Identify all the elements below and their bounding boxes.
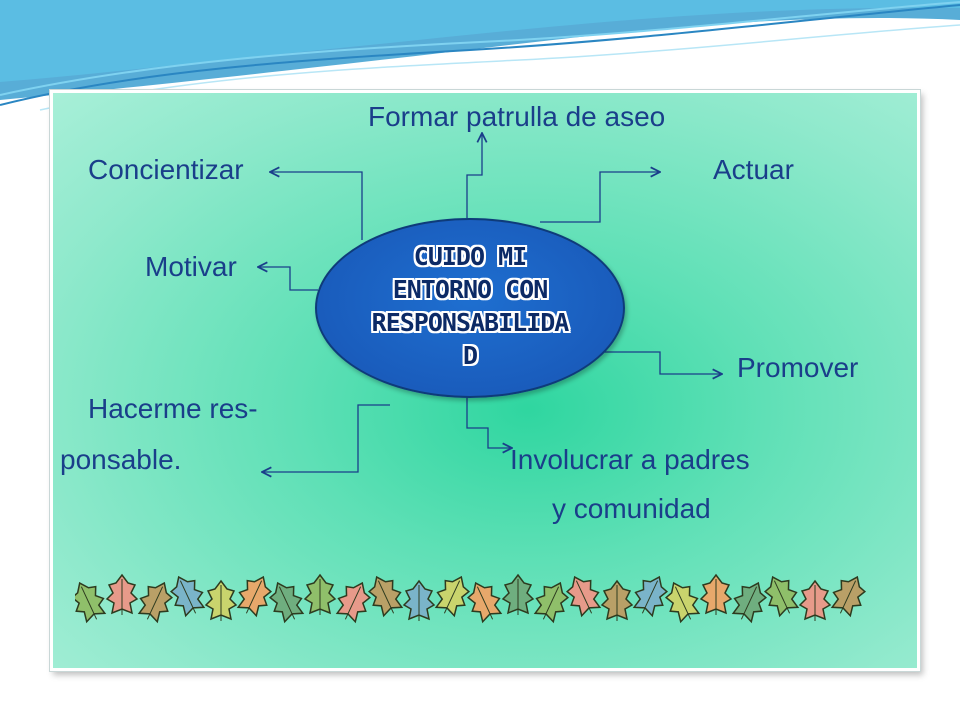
arrow-promover: [600, 351, 722, 374]
arrow-actuar: [540, 172, 660, 223]
node-promover: Promover: [737, 352, 859, 383]
node-involucrar-line1: Involucrar a padres: [510, 444, 750, 475]
node-formar: Formar patrulla de aseo: [368, 101, 666, 132]
node-hacerme-line2: ponsable.: [60, 444, 182, 475]
leaf-garland-icon: [75, 573, 867, 624]
center-title: CUIDO MI ENTORNO CON RESPONSABILIDA D: [371, 242, 570, 370]
arrow-motivar: [258, 267, 318, 291]
node-involucrar-line2: y comunidad: [552, 493, 711, 524]
arrow-formar: [466, 133, 482, 218]
node-hacerme-line1: Hacerme res-: [88, 393, 258, 424]
center-ellipse: [315, 218, 625, 398]
arrow-hacerme: [262, 404, 390, 472]
arrow-concientizar: [270, 172, 363, 240]
node-motivar: Motivar: [145, 251, 237, 282]
node-actuar: Actuar: [713, 154, 794, 185]
node-concientizar: Concientizar: [88, 154, 244, 185]
arrow-involucrar: [466, 395, 512, 448]
